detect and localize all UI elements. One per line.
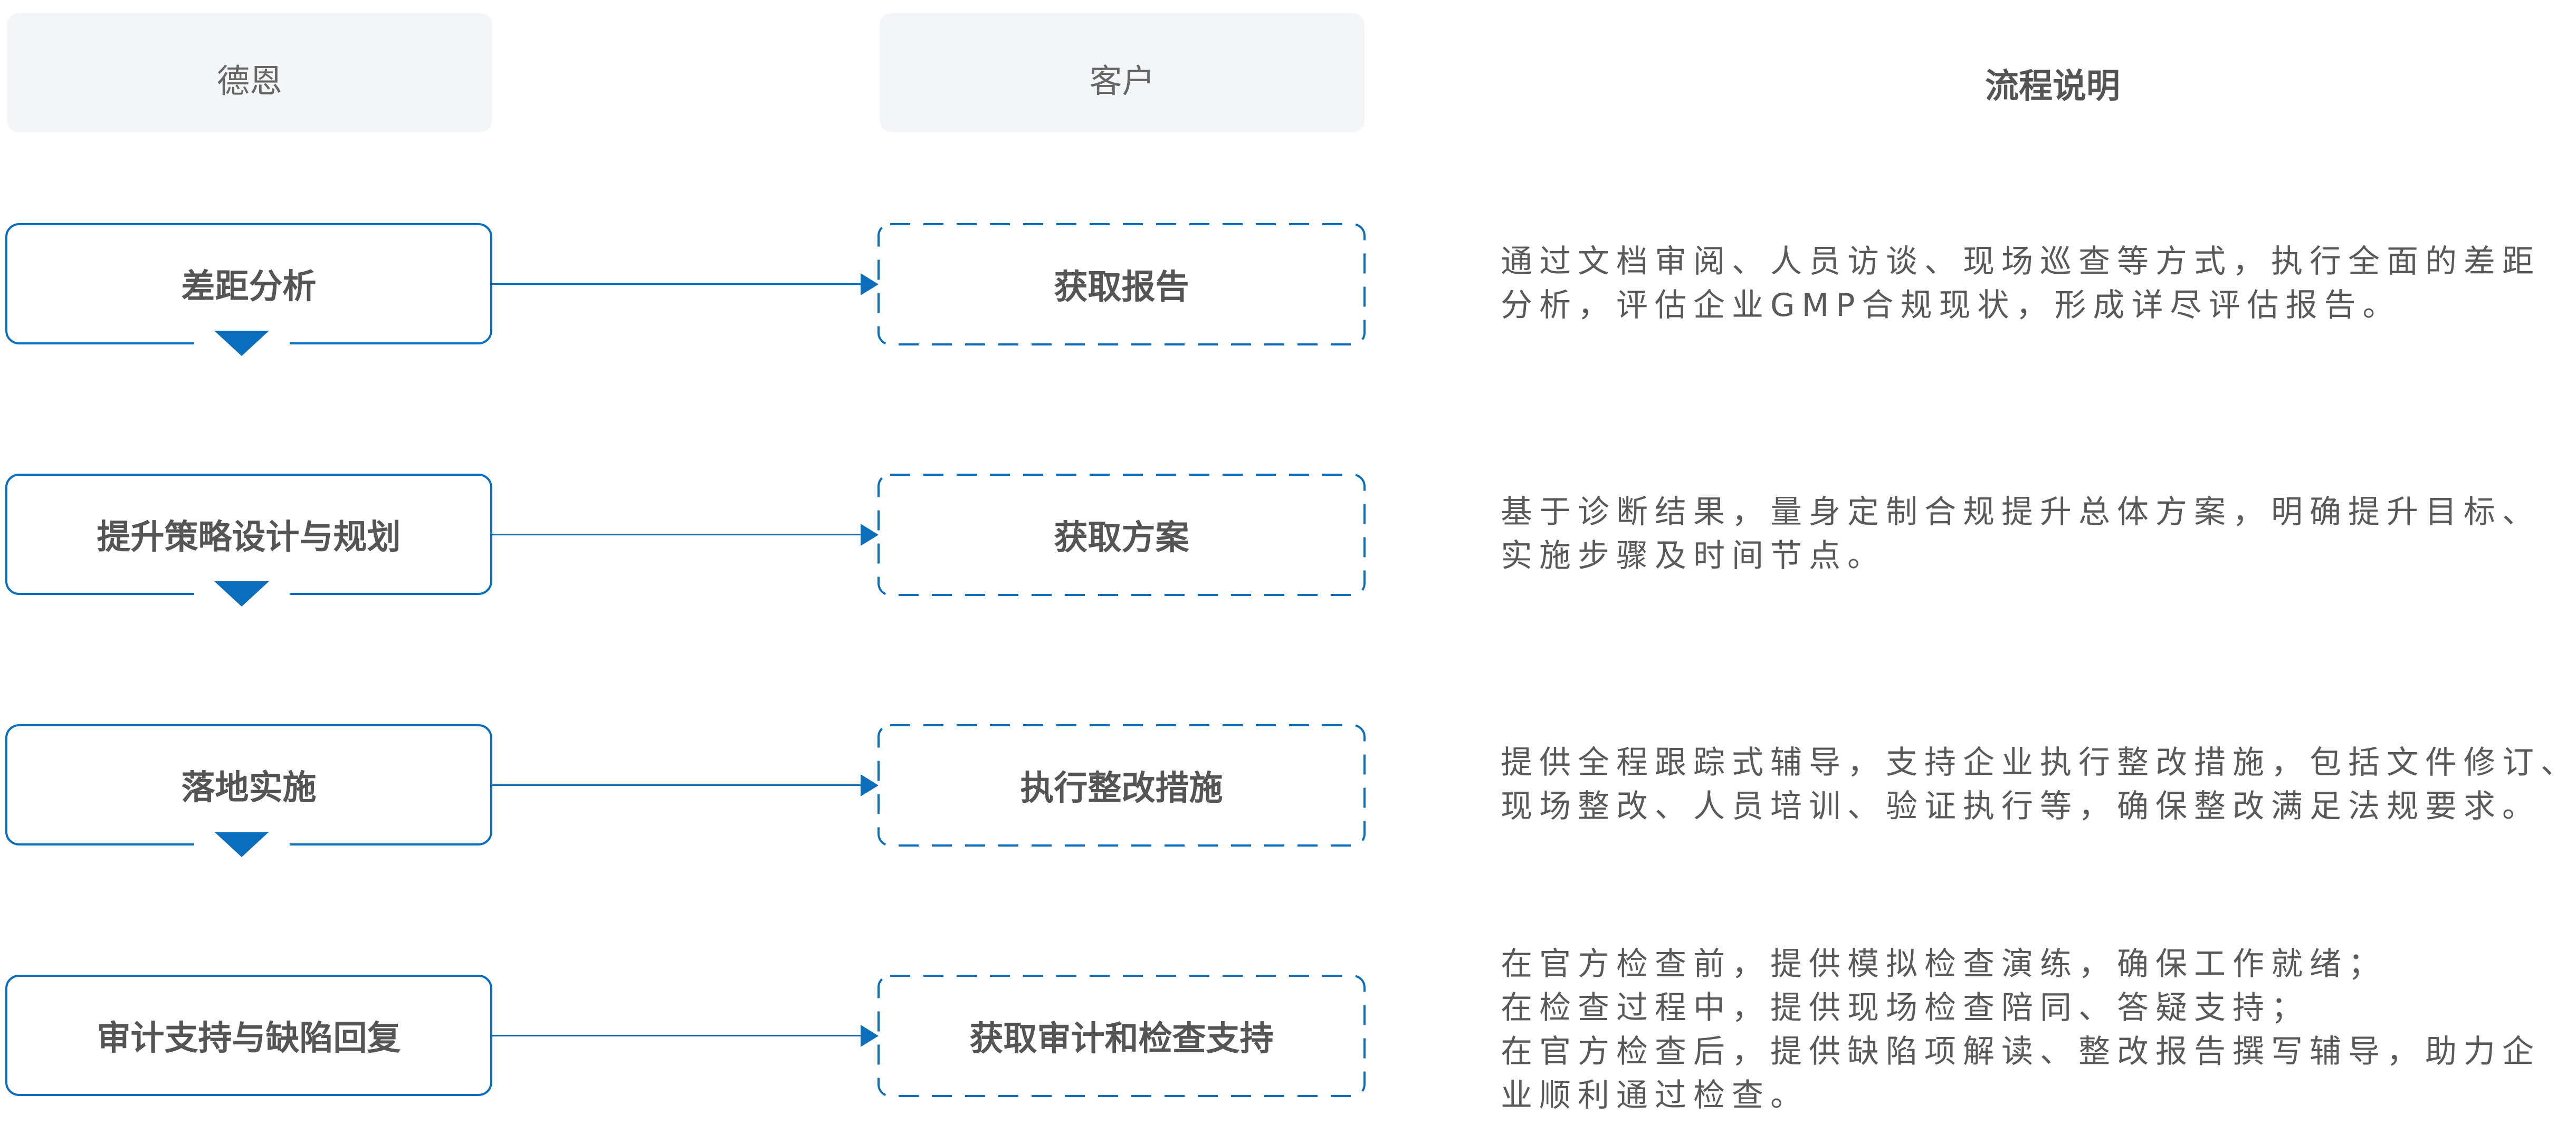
flow-row: 差距分析 获取报告 通过文档审阅、人员访谈、现场巡查等方式，执行全面的差距 分析… [0, 223, 2576, 356]
column-header-client: 客户 [880, 13, 1365, 132]
client-result-box: 获取审计和检查支持 [877, 975, 1366, 1097]
arrow-right-icon [861, 1025, 879, 1047]
arrow-right-icon [861, 273, 879, 295]
arrow-right-icon [861, 774, 879, 796]
deen-step-label: 落地实施 [181, 768, 317, 808]
deen-step-box: 落地实施 [5, 724, 492, 845]
description-line: 在检查过程中，提供现场检查陪同、答疑支持； [1501, 989, 2310, 1026]
flow-row: 审计支持与缺陷回复 获取审计和检查支持 在官方检查前，提供模拟检查演练，确保工作… [0, 946, 2576, 1114]
client-result-label: 获取方案 [1054, 518, 1189, 558]
step-description: 基于诊断结果，量身定制合规提升总体方案，明确提升目标、 实施步骤及时间节点。 [1501, 474, 2572, 595]
triangle-down-icon [214, 581, 269, 607]
client-result-label: 执行整改措施 [1020, 769, 1223, 808]
flow-connector-line [492, 784, 862, 786]
deen-step-box: 差距分析 [5, 223, 492, 344]
arrow-right-icon [861, 524, 879, 546]
column-header-deen: 德恩 [7, 13, 492, 132]
step-description: 通过文档审阅、人员访谈、现场巡查等方式，执行全面的差距 分析，评估企业GMP合规… [1501, 223, 2572, 344]
column-header-description: 流程说明 [1900, 13, 2206, 132]
client-result-box: 获取报告 [877, 223, 1366, 345]
column-header-client-label: 客户 [1089, 61, 1155, 100]
client-result-label: 获取报告 [1054, 268, 1189, 307]
description-line: 业顺利通过检查。 [1501, 1077, 1809, 1114]
description-line: 基于诊断结果，量身定制合规提升总体方案，明确提升目标、 [1501, 494, 2541, 531]
flow-connector-line [492, 534, 862, 535]
flow-row: 提升策略设计与规划 获取方案 基于诊断结果，量身定制合规提升总体方案，明确提升目… [0, 474, 2576, 607]
triangle-down-icon [214, 832, 269, 857]
description-line: 现场整改、人员培训、验证执行等，确保整改满足法规要求。 [1501, 788, 2541, 825]
triangle-down-icon [214, 331, 269, 356]
description-line: 在官方检查前，提供模拟检查演练，确保工作就绪； [1501, 946, 2387, 983]
flow-connector-line [492, 1035, 862, 1036]
deen-step-label: 审计支持与缺陷回复 [97, 1019, 401, 1058]
flow-row: 落地实施 执行整改措施 提供全程跟踪式辅导，支持企业执行整改措施，包括文件修订、… [0, 724, 2576, 857]
description-line: 提供全程跟踪式辅导，支持企业执行整改措施，包括文件修订、 [1501, 744, 2576, 781]
deen-step-label: 差距分析 [181, 267, 317, 306]
client-result-box: 获取方案 [877, 474, 1366, 596]
description-line: 在官方检查后，提供缺陷项解读、整改报告撰写辅导，助力企 [1501, 1033, 2541, 1070]
deen-step-label: 提升策略设计与规划 [97, 518, 401, 557]
flow-connector-line [492, 283, 862, 285]
step-description: 在官方检查前，提供模拟检查演练，确保工作就绪； 在检查过程中，提供现场检查陪同、… [1501, 946, 2572, 1114]
column-header-description-label: 流程说明 [1985, 66, 2120, 106]
description-line: 实施步骤及时间节点。 [1501, 537, 1886, 574]
column-header-deen-label: 德恩 [216, 61, 282, 100]
description-line: 分析，评估企业GMP合规现状，形成详尽评估报告。 [1501, 287, 2401, 324]
client-result-box: 执行整改措施 [877, 724, 1366, 847]
description-line: 通过文档审阅、人员访谈、现场巡查等方式，执行全面的差距 [1501, 243, 2541, 280]
deen-step-box: 提升策略设计与规划 [5, 474, 492, 595]
deen-step-box: 审计支持与缺陷回复 [5, 975, 492, 1096]
step-description: 提供全程跟踪式辅导，支持企业执行整改措施，包括文件修订、 现场整改、人员培训、验… [1501, 724, 2572, 845]
client-result-label: 获取审计和检查支持 [969, 1020, 1274, 1059]
